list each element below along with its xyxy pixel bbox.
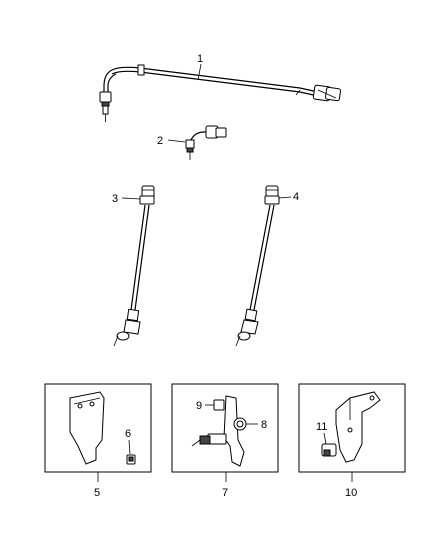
leader-2	[167, 139, 186, 143]
callout-10: 10	[345, 487, 357, 499]
leader-6	[128, 439, 131, 455]
part-10-bracket	[335, 391, 381, 463]
part-7-bracket-assembly	[191, 395, 245, 467]
callout-2: 2	[157, 135, 163, 147]
leader-11	[323, 432, 327, 445]
part-4-oxygen-sensor	[235, 185, 280, 347]
callout-11: 11	[316, 421, 327, 433]
part-9-clip	[213, 399, 225, 411]
part-2-sensor	[185, 125, 227, 160]
part-6-connector	[126, 454, 136, 465]
leader-1	[197, 63, 202, 81]
callout-8: 8	[261, 419, 267, 431]
callout-9: 9	[196, 400, 202, 412]
callout-7: 7	[222, 487, 228, 499]
callout-3: 3	[112, 193, 118, 205]
part-5-bracket	[69, 391, 105, 465]
part-1-sensor-harness	[99, 64, 342, 122]
callout-5: 5	[94, 487, 100, 499]
leader-3	[121, 197, 141, 200]
part-11-sensor	[321, 443, 337, 457]
callout-4: 4	[293, 191, 299, 203]
callout-1: 1	[197, 53, 203, 65]
callout-6: 6	[125, 428, 131, 440]
part-3-oxygen-sensor	[113, 185, 155, 347]
leader-4	[278, 196, 292, 199]
part-8-sensor	[233, 417, 247, 431]
